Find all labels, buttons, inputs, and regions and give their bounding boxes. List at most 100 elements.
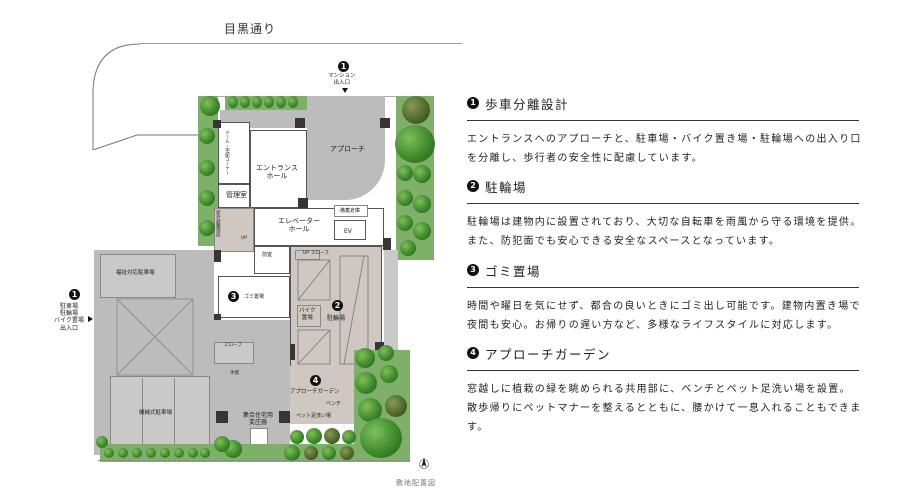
tree-icon [146,448,156,458]
outdoor-stairs [214,208,254,252]
section-title: 駐輪場 [485,179,528,195]
tree-icon [228,96,238,108]
anteroom [254,246,290,274]
mail-corner [218,122,250,184]
label-mechanical-parking: 機械式駐車場 [139,410,173,416]
tree-icon [397,215,413,231]
site-plan-map: 目黒通り 1 マンション 出入口 アプローチ メール・宅配コーナー エントランス… [0,0,462,500]
tree-icon [397,190,413,206]
tree-icon [188,448,198,458]
tree-icon [276,96,286,108]
tree-icon [174,448,184,458]
label-mail-corner: メール・宅配コーナー [224,130,230,175]
tree-icon [284,445,300,461]
map-caption: 敷地配置図 [396,479,436,487]
label-up-slope: UP [303,251,310,256]
tree-icon [199,190,215,206]
mechanical-parking [110,376,210,446]
tree-icon [199,220,215,236]
divider [467,203,859,204]
number-badge: 2 [467,180,479,192]
tree-icon [413,165,431,183]
section-title: アプローチガーデン [485,346,612,362]
marker-1-top: 1 [338,61,349,72]
label-transformer: 集合住宅用 変圧器 [243,412,274,427]
section-body: 時間や曜日を気にせず、都合の良いときにゴミ出し可能です。建物内置き場で夜間も安心… [467,301,861,331]
tree-icon [132,448,142,458]
divider [467,370,859,371]
label-anteroom: 前室 [262,252,273,258]
tree-icon [340,446,354,460]
label-bicycle-parking: 駐輪場 [327,315,346,322]
storage-room [334,205,368,217]
street-boundary-line [140,43,462,44]
tree-icon [360,418,402,458]
label-slope-1: スロープ [311,251,329,256]
label-mansion-entrance: マンション 出入口 [328,73,356,86]
label-pet-wash: ペット足洗い場 [296,413,332,419]
label-ev: EV [344,228,352,235]
tree-icon [324,428,340,444]
section-body: エントランスへのアプローチと、駐車場・バイク置き場・駐輪場への出入り口を分離し、… [467,134,862,164]
tree-icon [96,436,108,448]
section-body: 窓越しに植栽の緑を眺められる共用部に、ベンチとペット足洗い場を設置。散歩帰りにペ… [467,384,862,433]
bike-parking [297,305,321,327]
transformer-area [214,320,290,445]
section-title: ゴミ置場 [485,263,542,279]
tree-icon [199,128,215,144]
tree-icon [200,448,210,458]
section-pedestrian-vehicle-separation: 1 歩車分離設計 エントランスへのアプローチと、駐車場・バイク置き場・駐輪場への… [467,95,862,168]
label-approach-garden: アプローチガーデン [290,389,340,395]
tree-icon [290,430,304,444]
tree-icon [214,436,230,452]
tree-icon [160,448,170,458]
north-arrow-icon [419,457,429,469]
label-bench: ベンチ [326,401,342,407]
approach-area [307,96,385,200]
section-garbage-room: 3 ゴミ置場 時間や曜日を気にせず、都合の良いときにゴミ出し可能です。建物内置き… [467,262,862,335]
garden-right-mid [384,250,398,350]
section-body: 駐輪場は建物内に設置されており、大切な自転車を雨風から守る環境を提供。また、防犯… [467,217,862,247]
marker-1-left: 1 [69,289,80,300]
tree-icon [413,222,431,240]
label-handrail: 手摺 [230,371,239,376]
label-management-room: 管理室 [226,191,247,199]
label-parking-entrance: 駐車場 駐輪場 バイク置場 出入口 [54,303,84,332]
label-elevator-hall: エレベーター ホール [278,217,320,234]
section-title: 歩車分離設計 [485,96,570,112]
label-bike-parking: バイク 置場 [299,308,316,321]
label-welfare-parking: 福祉対応駐車場 [116,270,155,276]
tree-icon [355,348,375,368]
label-outdoor-stairs: 屋外避難階段 [215,210,221,237]
site-boundary-curve [92,43,202,150]
arrow-right-icon [88,316,93,322]
tree-icon [288,96,298,108]
tree-icon [252,96,262,108]
tree-icon [385,395,407,417]
tree-icon [199,160,215,176]
tree-icon [306,428,322,444]
number-badge: 3 [467,264,479,276]
marker-3: 3 [228,291,239,302]
label-slope-2: スロープ [224,343,242,348]
label-garbage-room: ゴミ置場 [244,294,265,300]
marker-2: 2 [332,300,343,311]
turntable-area [116,298,194,376]
tree-icon [200,96,220,116]
tree-icon [380,365,398,383]
tree-icon [397,165,413,181]
tree-icon [264,96,274,108]
label-approach: アプローチ [330,145,365,153]
management-room [218,184,250,208]
tree-icon [395,125,435,163]
section-bicycle-parking: 2 駐輪場 駐輪場は建物内に設置されており、大切な自転車を雨風から守る環境を提供… [467,178,862,251]
number-badge: 4 [467,347,479,359]
tree-icon [413,195,431,213]
tree-icon [400,240,416,256]
label-entrance-hall: エントランス ホール [256,164,298,181]
divider [467,287,859,288]
arrow-down-icon [342,88,348,93]
tree-icon [342,430,356,444]
tree-icon [322,446,336,460]
site-boundary-bottom [98,460,410,461]
